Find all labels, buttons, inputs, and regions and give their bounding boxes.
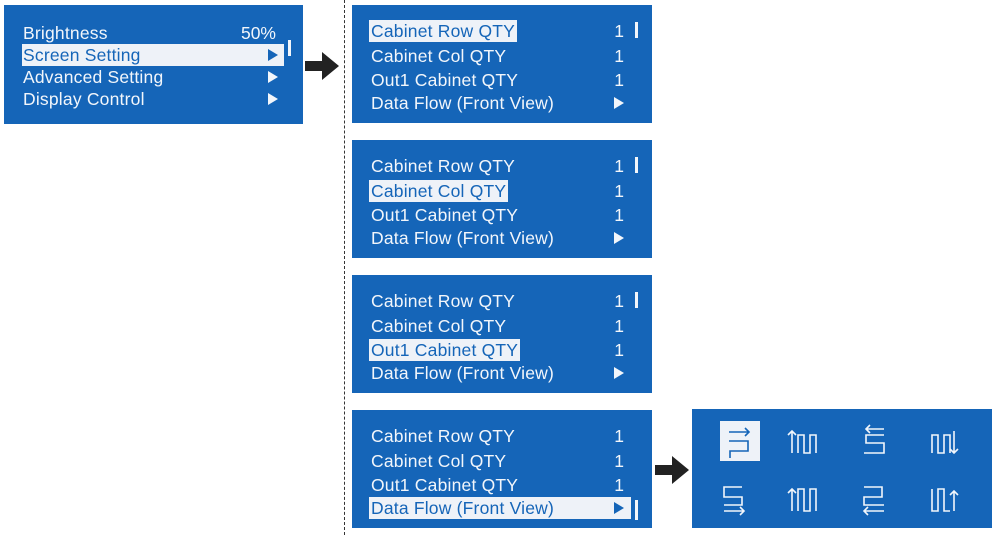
screen-menu-item-value: 1: [614, 156, 624, 176]
submenu-arrow-icon: [268, 49, 278, 61]
submenu-arrow-icon: [614, 367, 624, 379]
submenu-arrow-icon: [268, 93, 278, 105]
cursor-bar: [635, 500, 638, 520]
flow-up-down-up-icon[interactable]: [784, 421, 824, 461]
screen-menu-item[interactable]: Data Flow (Front View): [352, 362, 652, 384]
screen-menu-item[interactable]: Data Flow (Front View): [352, 497, 652, 519]
menu-item-advanced-setting[interactable]: Advanced Setting: [4, 66, 303, 88]
submenu-arrow-icon: [268, 71, 278, 83]
screen-menu-item-value: 1: [614, 291, 624, 311]
screen-menu-item-value: 1: [614, 340, 624, 360]
screen-menu-item[interactable]: Cabinet Row QTY 1: [352, 290, 652, 312]
screen-menu-item-label: Out1 Cabinet QTY: [371, 475, 519, 495]
dashed-separator: [344, 0, 345, 535]
cursor-bar: [288, 40, 291, 56]
screen-menu-item[interactable]: Out1 Cabinet QTY 1: [352, 339, 652, 361]
screen-menu-item-label: Cabinet Col QTY: [371, 451, 507, 471]
screen-menu-item-label: Cabinet Col QTY: [371, 316, 507, 336]
submenu-arrow-icon: [614, 232, 624, 244]
screen-menu-item[interactable]: Cabinet Col QTY 1: [352, 180, 652, 202]
screen-menu-item-label: Data Flow (Front View): [371, 228, 555, 248]
flow-down-up-up-icon[interactable]: [924, 479, 964, 519]
flow-right-up-then-left-icon[interactable]: [714, 479, 754, 519]
screen-menu-item-value: 1: [614, 46, 624, 66]
menu-item-label: Advanced Setting: [23, 67, 164, 87]
screen-menu-item[interactable]: Data Flow (Front View): [352, 92, 652, 114]
screen-menu-item-label: Out1 Cabinet QTY: [369, 339, 521, 361]
screen-menu-item-label: Data Flow (Front View): [371, 498, 555, 518]
screen-menu-item[interactable]: Out1 Cabinet QTY 1: [352, 474, 652, 496]
right-arrow-icon: [655, 456, 689, 484]
screen-menu-item[interactable]: Cabinet Row QTY 1: [352, 425, 652, 447]
submenu-arrow-icon: [614, 502, 624, 514]
cursor-bar: [635, 292, 638, 308]
menu-item-label: Display Control: [23, 89, 145, 109]
screen-menu-item-label: Cabinet Row QTY: [371, 291, 516, 311]
screen-menu-item-label: Cabinet Row QTY: [371, 156, 516, 176]
screen-menu-item-value: 1: [614, 205, 624, 225]
screen-menu-item-value: 1: [614, 451, 624, 471]
screen-menu-item-value: 1: [614, 475, 624, 495]
screen-menu-item[interactable]: Cabinet Row QTY 1: [352, 20, 652, 42]
screen-menu-item-label: Cabinet Row QTY: [371, 426, 516, 446]
screen-menu-item[interactable]: Out1 Cabinet QTY 1: [352, 69, 652, 91]
menu-item-display-control[interactable]: Display Control: [4, 88, 303, 110]
screen-menu-item-label: Data Flow (Front View): [371, 93, 555, 113]
screen-menu-item[interactable]: Cabinet Col QTY 1: [352, 45, 652, 67]
screen-menu-item-value: 1: [614, 70, 624, 90]
main-menu-panel: Brightness 50% Screen Setting Advanced S…: [4, 5, 303, 124]
screen-menu-item[interactable]: Cabinet Col QTY 1: [352, 450, 652, 472]
flow-left-up-then-right-icon[interactable]: [854, 479, 894, 519]
screen-menu-item[interactable]: Data Flow (Front View): [352, 227, 652, 249]
screen-menu-item[interactable]: Out1 Cabinet QTY 1: [352, 204, 652, 226]
flow-down-up-down-icon[interactable]: [924, 421, 964, 461]
cursor-bar: [635, 157, 638, 173]
screen-menu-item[interactable]: Cabinet Row QTY 1: [352, 155, 652, 177]
screen-menu-highlight: Data Flow (Front View): [369, 497, 631, 519]
cursor-bar: [635, 22, 638, 38]
screen-menu-item-label: Out1 Cabinet QTY: [371, 70, 519, 90]
screen-menu-item-value: 1: [614, 21, 624, 41]
screen-menu-item-label: Data Flow (Front View): [371, 363, 555, 383]
menu-item-brightness[interactable]: Brightness 50%: [4, 22, 303, 44]
screen-menu-item[interactable]: Cabinet Col QTY 1: [352, 315, 652, 337]
screen-menu-item-value: 1: [614, 426, 624, 446]
submenu-arrow-icon: [614, 97, 624, 109]
data-flow-options-panel: [692, 409, 992, 528]
screen-menu-item-label: Cabinet Col QTY: [371, 46, 507, 66]
right-arrow-icon: [305, 52, 339, 80]
brightness-value: 50%: [240, 23, 276, 43]
flow-right-then-left-down-icon[interactable]: [720, 421, 760, 461]
flow-left-then-right-down-icon[interactable]: [854, 421, 894, 461]
screen-menu-item-value: 1: [614, 181, 624, 201]
screen-menu-item-label: Out1 Cabinet QTY: [371, 205, 519, 225]
menu-item-label: Screen Setting: [23, 45, 141, 65]
screen-menu-item-value: 1: [614, 316, 624, 336]
menu-item-label: Brightness: [23, 23, 108, 43]
flow-down-up-down-right-icon[interactable]: [784, 479, 824, 519]
screen-menu-item-label: Cabinet Row QTY: [369, 20, 518, 42]
screen-menu-item-label: Cabinet Col QTY: [369, 180, 509, 202]
menu-item-screen-setting[interactable]: Screen Setting: [22, 44, 284, 66]
